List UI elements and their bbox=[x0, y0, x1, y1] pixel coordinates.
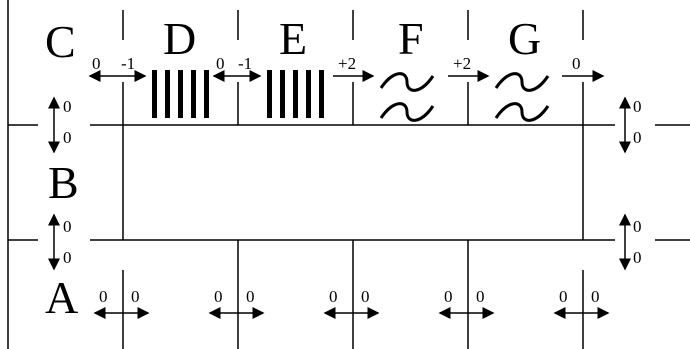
top-arrow-2-right: -1 bbox=[238, 54, 252, 73]
element-label-f: F bbox=[398, 13, 424, 64]
bottom-arrow-2-left: 0 bbox=[214, 287, 223, 306]
vertical-arrow-3-top: 0 bbox=[63, 217, 72, 236]
top-arrow-4-right: +2 bbox=[453, 54, 471, 73]
bars-symbol-d bbox=[152, 70, 209, 118]
element-label-e: E bbox=[279, 13, 307, 64]
bottom-arrow-1-left: 0 bbox=[99, 287, 108, 306]
bottom-arrow-5-left: 0 bbox=[559, 287, 568, 306]
element-label-g: G bbox=[508, 13, 541, 64]
bottom-arrow-3-left: 0 bbox=[329, 287, 338, 306]
row-label-top: C bbox=[45, 16, 76, 67]
vertical-arrows bbox=[48, 96, 631, 271]
row-label-bottom: A bbox=[45, 272, 78, 323]
vertical-arrow-3-bottom: 0 bbox=[63, 248, 72, 267]
element-label-d: D bbox=[163, 13, 196, 64]
bottom-arrow-5-right: 0 bbox=[591, 287, 600, 306]
vertical-arrow-4-top: 0 bbox=[633, 217, 642, 236]
top-arrow-labels: 0 -1 0 -1 +2 +2 0 bbox=[92, 54, 581, 73]
bottom-arrow-3-right: 0 bbox=[361, 287, 370, 306]
bottom-arrow-2-right: 0 bbox=[246, 287, 255, 306]
top-arrow-3-right: +2 bbox=[338, 54, 356, 73]
row-label-middle: B bbox=[48, 157, 79, 208]
bottom-arrow-4-left: 0 bbox=[444, 287, 453, 306]
vertical-arrow-1-top: 0 bbox=[63, 97, 72, 116]
vertical-arrow-labels: 0 0 0 0 0 0 0 0 bbox=[63, 97, 642, 267]
bottom-arrow-4-right: 0 bbox=[476, 287, 485, 306]
vertical-arrow-1-bottom: 0 bbox=[63, 128, 72, 147]
vertical-arrow-2-bottom: 0 bbox=[633, 128, 642, 147]
wave-symbol-f bbox=[379, 72, 435, 122]
top-arrow-2-left: 0 bbox=[216, 54, 225, 73]
vertical-arrow-2-top: 0 bbox=[633, 97, 642, 116]
vertical-arrow-4-bottom: 0 bbox=[633, 248, 642, 267]
wave-symbol-g bbox=[494, 72, 550, 122]
bottom-arrow-labels: 0 0 0 0 0 0 0 0 0 0 bbox=[99, 287, 600, 306]
top-arrow-1-left: 0 bbox=[92, 54, 101, 73]
bars-symbol-e bbox=[267, 70, 324, 118]
top-arrow-5-right: 0 bbox=[572, 54, 581, 73]
grid-lines bbox=[7, 0, 690, 349]
top-arrow-1-right: -1 bbox=[121, 54, 135, 73]
bottom-arrow-1-right: 0 bbox=[131, 287, 140, 306]
